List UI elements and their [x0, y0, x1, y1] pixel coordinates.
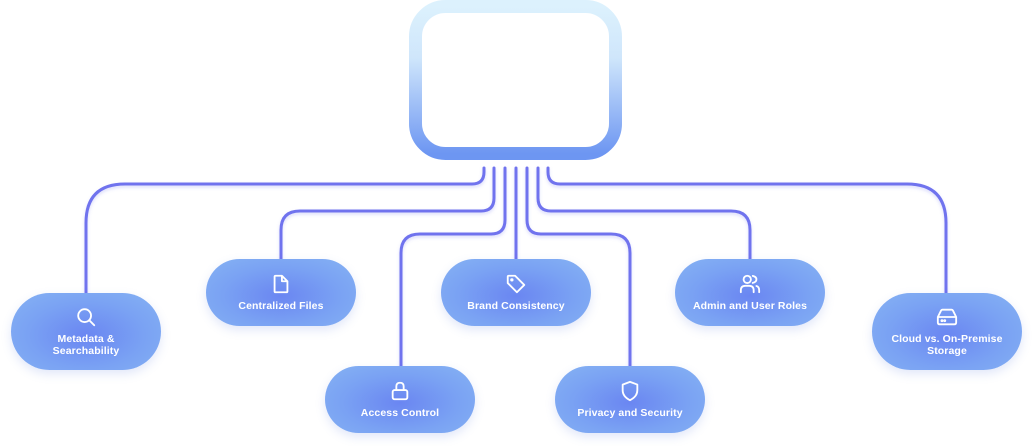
- users-icon: [739, 274, 761, 294]
- node-cloud-storage[interactable]: Cloud vs. On-Premise Storage: [872, 293, 1022, 370]
- node-label-line: Cloud vs. On-Premise: [891, 333, 1003, 345]
- browser-window-icon: [409, 0, 622, 160]
- node-label: Privacy and Security: [577, 407, 683, 419]
- file-icon: [273, 274, 289, 294]
- node-brand-consistency[interactable]: Brand Consistency: [441, 259, 591, 326]
- node-label: Centralized Files: [238, 300, 324, 312]
- search-icon: [77, 308, 96, 327]
- connector-access-control: [399, 166, 507, 368]
- connector-metadata: [84, 166, 486, 295]
- node-label: Admin and User Roles: [692, 300, 808, 312]
- tag-icon: [506, 274, 526, 294]
- node-admin-user-roles[interactable]: Admin and User Roles: [675, 259, 825, 326]
- node-centralized-files[interactable]: Centralized Files: [206, 259, 356, 326]
- node-metadata-searchability[interactable]: Metadata & Searchability: [11, 293, 161, 370]
- hard-drive-icon: [936, 308, 958, 326]
- node-access-control[interactable]: Access Control: [325, 366, 475, 433]
- connector-admin-user-roles: [536, 166, 752, 261]
- connector-centralized-files: [279, 166, 496, 261]
- shield-icon: [621, 380, 639, 402]
- connector-privacy-security: [525, 166, 632, 368]
- node-label: Access Control: [360, 407, 440, 419]
- lock-icon: [391, 381, 409, 401]
- node-label: Brand Consistency: [467, 300, 565, 312]
- node-label-line: Metadata &: [57, 333, 115, 345]
- node-privacy-security[interactable]: Privacy and Security: [555, 366, 705, 433]
- node-label-line: Storage: [927, 345, 967, 357]
- node-label-line: Searchability: [52, 345, 120, 357]
- connector-cloud-storage: [546, 166, 948, 295]
